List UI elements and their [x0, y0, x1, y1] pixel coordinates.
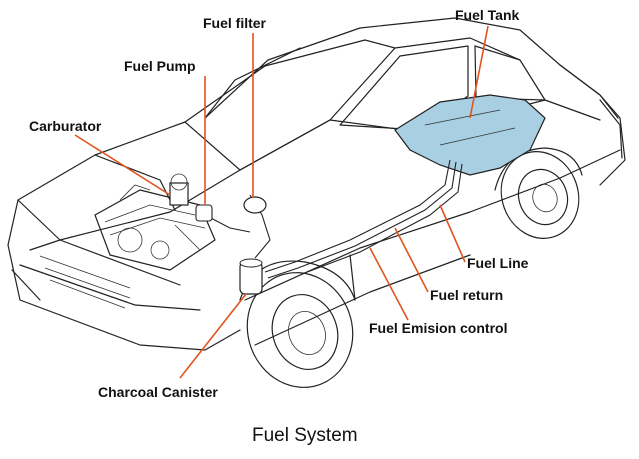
leader-charcoal-canister	[179, 293, 247, 379]
label-charcoal-canister: Charcoal Canister	[98, 384, 218, 400]
label-fuel-emision-control: Fuel Emision control	[369, 320, 507, 336]
engine	[94, 184, 216, 271]
carburator-part	[169, 173, 189, 206]
fuel-tank-shape	[394, 94, 546, 176]
leader-fuel-tank	[469, 25, 489, 119]
leader-carburator	[74, 134, 171, 196]
fuel-pipes	[204, 159, 463, 279]
label-carburator: Carburator	[29, 118, 102, 134]
diagram-caption: Fuel System	[252, 425, 358, 446]
leader-fuel-emision	[369, 247, 409, 321]
label-fuel-tank: Fuel Tank	[455, 7, 520, 23]
label-fuel-return: Fuel return	[430, 287, 503, 303]
fuel-pump-part	[195, 204, 213, 222]
charcoal-canister-part	[239, 258, 263, 295]
label-fuel-pump: Fuel Pump	[124, 58, 196, 74]
leader-fuel-return	[394, 227, 429, 293]
leader-lines	[74, 25, 489, 379]
car-body	[7, 17, 626, 388]
leader-fuel-line	[439, 204, 466, 263]
label-fuel-line: Fuel Line	[467, 255, 529, 271]
fuel-filter-part	[243, 196, 267, 214]
label-fuel-filter: Fuel filter	[203, 15, 267, 31]
